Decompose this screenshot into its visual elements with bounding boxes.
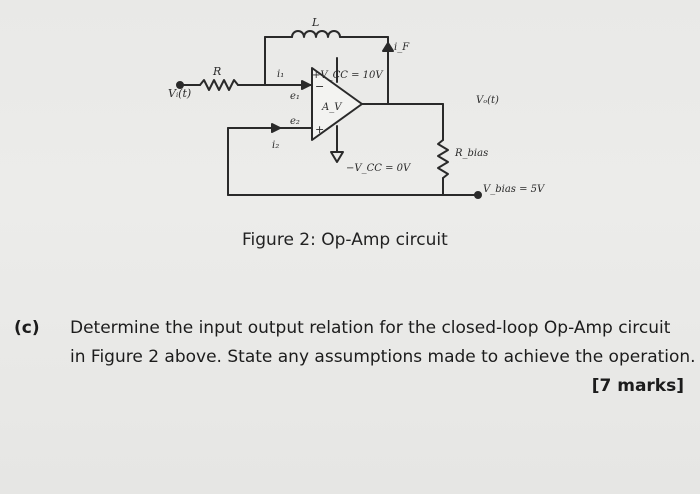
op-amp-triangle-icon	[311, 67, 363, 141]
vcc-pos-label: +V_CC = 10V	[312, 70, 384, 81]
r-label: R	[212, 65, 221, 78]
e2-label: e₂	[290, 116, 300, 127]
inverting-sign: −	[315, 80, 324, 93]
vcc-neg-ground-icon	[330, 151, 344, 163]
resistor-r-icon	[199, 79, 239, 91]
inductor-l-icon	[291, 30, 341, 38]
vout-label: Vₒ(t)	[476, 95, 499, 106]
if-arrow-icon	[382, 42, 394, 52]
i1-label: i₁	[277, 69, 284, 80]
e1-label: e₁	[290, 91, 300, 102]
vbias-terminal-dot	[474, 191, 482, 199]
vbias-label: V_bias = 5V	[483, 184, 546, 195]
i2-arrow-icon	[271, 123, 281, 133]
marks-label: [7 marks]	[591, 376, 684, 396]
question-text-line-2: in Figure 2 above. State any assumptions…	[70, 347, 696, 367]
av-label: A_V	[321, 102, 343, 113]
question-label: (c)	[14, 318, 40, 338]
noninverting-sign: +	[315, 123, 324, 136]
i1-arrow-icon	[301, 80, 311, 90]
vin-label: Vᵢ(t)	[168, 87, 191, 100]
figure-caption: Figure 2: Op-Amp circuit	[242, 230, 448, 250]
resistor-rbias-icon	[437, 139, 449, 179]
rbias-label: R_bias	[454, 148, 488, 159]
question-text-line-1: Determine the input output relation for …	[70, 318, 671, 338]
vcc-neg-label: −V_CC = 0V	[346, 163, 412, 174]
i2-label: i₂	[272, 140, 279, 151]
if-label: i_F	[394, 42, 410, 53]
l-label: L	[311, 16, 319, 29]
